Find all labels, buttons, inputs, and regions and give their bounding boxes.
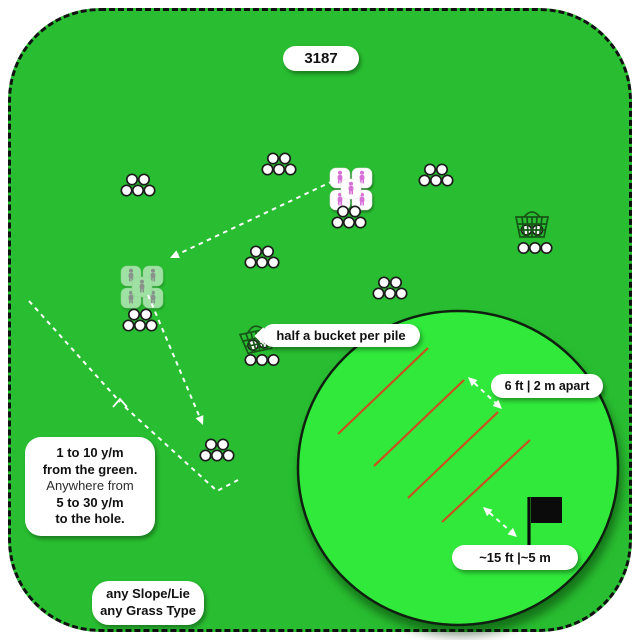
golf-ball bbox=[389, 276, 403, 289]
golf-ball bbox=[145, 319, 158, 332]
golf-ball bbox=[395, 287, 408, 300]
ball-pile bbox=[331, 205, 367, 229]
distance-note: 1 to 10 y/m from the green. Anywhere fro… bbox=[25, 437, 155, 536]
golf-ball bbox=[342, 216, 356, 229]
golf-ball bbox=[354, 216, 367, 229]
ball-pile bbox=[120, 173, 156, 197]
ball-row bbox=[244, 353, 280, 367]
dashed-arrow bbox=[468, 377, 502, 409]
golf-ball bbox=[139, 308, 153, 321]
golf-ball bbox=[222, 449, 235, 462]
golf-ball bbox=[517, 241, 530, 255]
dimension-chevron bbox=[112, 397, 128, 408]
ball-basket-icon bbox=[514, 211, 550, 238]
conditions-line: any Grass Type bbox=[100, 602, 196, 618]
line-spacing-note: 6 ft | 2 m apart bbox=[491, 374, 603, 398]
ball-pile bbox=[244, 245, 280, 269]
golf-ball bbox=[210, 449, 224, 462]
golf-ball bbox=[125, 173, 139, 186]
golf-ball bbox=[267, 353, 280, 367]
golf-ball bbox=[423, 163, 437, 176]
golf-ball bbox=[133, 319, 147, 332]
bucket-note: half a bucket per pile bbox=[262, 324, 420, 347]
golf-ball bbox=[348, 205, 362, 218]
golf-ball bbox=[272, 163, 286, 176]
target-line bbox=[373, 379, 465, 467]
golf-ball bbox=[266, 152, 280, 165]
target-line bbox=[337, 347, 429, 435]
person-icon bbox=[337, 170, 343, 184]
conditions-note: any Slope/Lie any Grass Type bbox=[92, 581, 204, 625]
golf-ball bbox=[137, 173, 151, 186]
golf-ball bbox=[331, 216, 344, 229]
golf-ball bbox=[255, 256, 269, 269]
golf-ball bbox=[261, 163, 274, 176]
golf-ball bbox=[199, 449, 212, 462]
target-line bbox=[407, 411, 499, 499]
golf-ball bbox=[377, 276, 391, 289]
dashed-arrow bbox=[170, 180, 334, 258]
golf-ball bbox=[429, 174, 443, 187]
golf-ball bbox=[261, 245, 275, 258]
target-line bbox=[441, 439, 531, 523]
golf-ball bbox=[249, 245, 263, 258]
distance-line: 5 to 30 y/m bbox=[56, 494, 124, 510]
ball-row bbox=[517, 241, 553, 255]
person-icon bbox=[139, 279, 145, 293]
golf-ball bbox=[120, 184, 133, 197]
green-surface bbox=[296, 309, 620, 627]
distance-line: from the green. bbox=[42, 461, 138, 477]
golf-ball bbox=[131, 184, 145, 197]
ball-pile bbox=[418, 163, 454, 187]
golf-ball bbox=[216, 438, 230, 451]
hole-distance-note: ~15 ft |~5 m bbox=[452, 545, 578, 570]
practice-station bbox=[329, 167, 373, 211]
golf-ball bbox=[244, 256, 257, 269]
ball-pile bbox=[199, 438, 235, 462]
golf-ball bbox=[267, 256, 280, 269]
golf-ball bbox=[540, 241, 553, 255]
golf-ball bbox=[122, 319, 135, 332]
range-dimension-line bbox=[28, 300, 121, 403]
ball-pile bbox=[372, 276, 408, 300]
golf-ball bbox=[435, 163, 449, 176]
golf-ball bbox=[372, 287, 385, 300]
distance-line: 1 to 10 y/m bbox=[56, 445, 124, 460]
golf-ball bbox=[441, 174, 454, 187]
drill-number-badge: 3187 bbox=[283, 46, 359, 71]
ball-pile bbox=[261, 152, 297, 176]
person-icon bbox=[348, 181, 354, 195]
golf-ball bbox=[383, 287, 397, 300]
golf-ball bbox=[255, 353, 269, 367]
dashed-arrow bbox=[147, 294, 204, 425]
golf-ball bbox=[336, 205, 350, 218]
distance-line: Anywhere from bbox=[46, 478, 134, 493]
distance-line: to the hole. bbox=[55, 511, 125, 526]
golf-ball bbox=[284, 163, 297, 176]
person-icon bbox=[359, 170, 365, 184]
golf-ball bbox=[528, 241, 542, 255]
golf-ball bbox=[127, 308, 141, 321]
conditions-line: any Slope/Lie bbox=[106, 586, 190, 601]
dashed-arrow bbox=[483, 507, 517, 537]
golf-ball bbox=[278, 152, 292, 165]
person-icon bbox=[150, 268, 156, 282]
practice-station bbox=[120, 265, 164, 309]
golf-ball bbox=[143, 184, 156, 197]
golf-ball bbox=[244, 353, 257, 367]
golf-ball bbox=[204, 438, 218, 451]
putting-green bbox=[296, 309, 620, 627]
flag-icon bbox=[527, 497, 562, 545]
golf-ball bbox=[418, 174, 431, 187]
person-icon bbox=[128, 268, 134, 282]
person-icon bbox=[150, 290, 156, 304]
ball-pile bbox=[122, 308, 158, 332]
